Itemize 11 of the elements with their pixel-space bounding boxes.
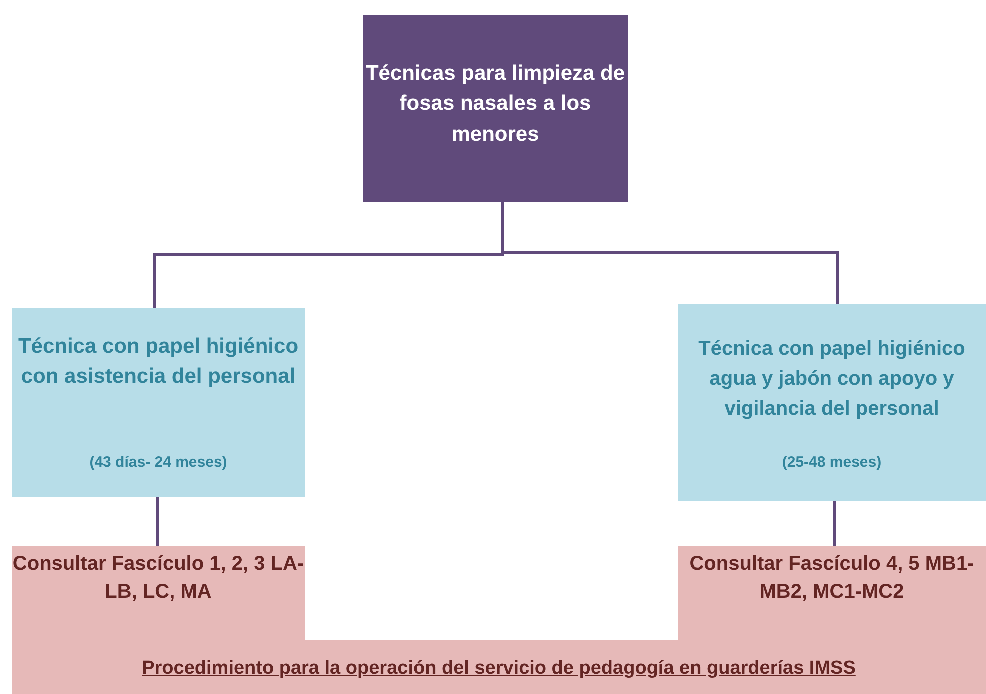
connector-line [156, 497, 160, 546]
connector-line [502, 202, 840, 304]
age-range: (43 días- 24 meses) [88, 453, 228, 472]
connector-line [834, 501, 836, 546]
age-range: (25-48 meses) [781, 453, 883, 472]
procedure-note: Procedimiento para la operación del servicio de pedagogía en guarderías IMSS [141, 657, 857, 681]
node-label: Técnica con papel higiénico con asistencia del personal [17, 334, 300, 390]
age-range: Consultar Fascículo 4, 5 MB1-MB2, MC1-MC2 [688, 552, 976, 605]
node-label: Técnicas para limpieza de fosas nasales a los menores [364, 61, 626, 148]
node-label: Técnica con papel higiénico agua y jabón con apoyo y vigilancia del personal [698, 337, 966, 422]
node-label: Consultar Fascículo 1, 2, 3 LA-LB, LC, MA [12, 552, 305, 605]
